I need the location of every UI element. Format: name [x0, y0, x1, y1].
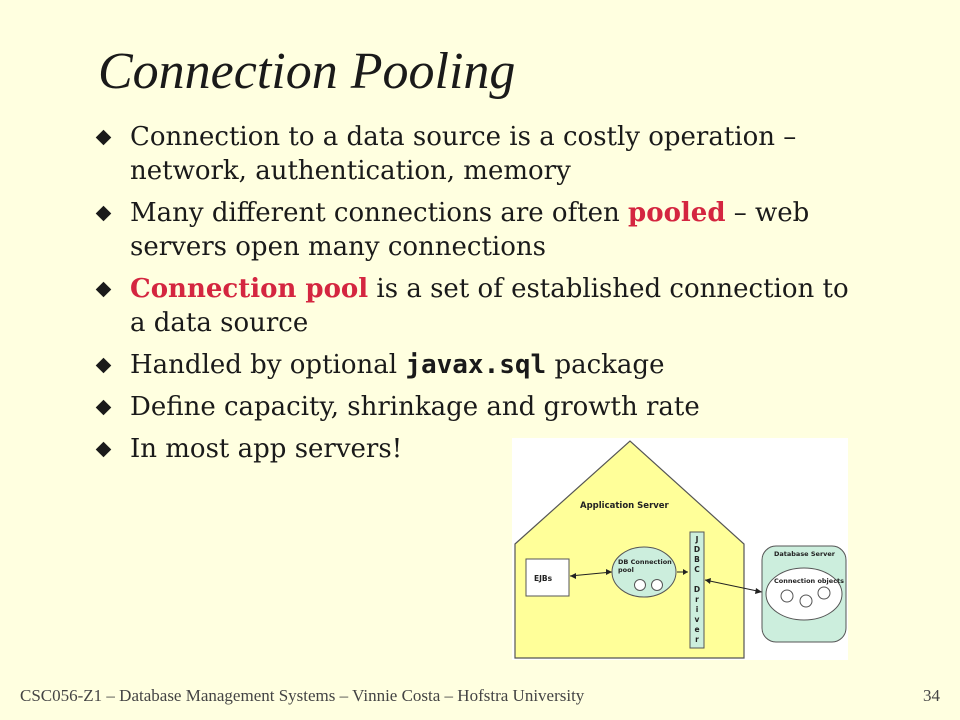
app-server-label: Application Server — [580, 501, 670, 511]
page-number: 34 — [923, 686, 940, 705]
connection-objects-label: Connection objects — [774, 577, 844, 585]
jdbc-driver-letter: D — [694, 545, 700, 554]
jdbc-driver-bar — [689, 531, 705, 649]
diamond-bullet-icon — [95, 205, 112, 222]
bullet-text: Handled by optional — [130, 350, 406, 380]
diamond-bullet-icon — [95, 129, 112, 146]
bullet-text: Connection to a data source is a costly … — [130, 122, 797, 186]
ejbs-box — [525, 558, 570, 597]
bullet-item: In most app servers! — [95, 432, 856, 466]
connection-objects-group — [765, 567, 843, 621]
code-term: javax.sql — [405, 350, 547, 380]
connection-pool-diagram: Application Server EJBs DB Connection po… — [512, 438, 848, 660]
driver-db-arrow — [704, 579, 763, 593]
diamond-bullet-icon — [95, 399, 112, 416]
jdbc-driver-letter: r — [695, 635, 699, 644]
jdbc-driver-letter: r — [695, 595, 699, 604]
bullet-list: Connection to a data source is a costly … — [95, 120, 856, 474]
jdbc-driver-letter: e — [694, 625, 699, 634]
slide-title: Connection Pooling — [98, 43, 516, 100]
pooled-connection — [634, 579, 646, 591]
jdbc-driver-letter: B — [694, 555, 700, 564]
bullet-text: In most app servers! — [130, 434, 403, 464]
bullet-text: Many different connections are often — [130, 198, 629, 228]
bullet-item: Define capacity, shrinkage and growth ra… — [95, 390, 856, 424]
highlighted-term: Connection pool — [130, 274, 369, 304]
jdbc-driver-letter: i — [696, 605, 699, 614]
jdbc-driver-letter: v — [695, 615, 700, 624]
bullet-text: – web servers open many connections — [130, 198, 810, 262]
jdbc-driver-letter: C — [694, 565, 700, 574]
bullet-item: Handled by optional javax.sql package — [95, 348, 856, 382]
pool-label-line2: pool — [618, 566, 634, 574]
bullet-item: Many different connections are often poo… — [95, 196, 856, 264]
bullet-item: Connection to a data source is a costly … — [95, 120, 856, 188]
connection-object — [817, 586, 831, 600]
ejbs-label: EJBs — [534, 574, 553, 583]
diamond-bullet-icon — [95, 441, 112, 458]
bullet-text: package — [546, 350, 665, 380]
connection-object — [780, 589, 794, 603]
slide-footer: CSC056-Z1 – Database Management Systems … — [20, 686, 585, 705]
diamond-bullet-icon — [95, 281, 112, 298]
bullet-text: Define capacity, shrinkage and growth ra… — [130, 392, 700, 422]
database-server-label: Database Server — [774, 550, 836, 558]
jdbc-driver-letter: J — [695, 535, 699, 544]
diamond-bullet-icon — [95, 357, 112, 374]
pool-label-line1: DB Connection — [618, 558, 672, 566]
bullet-item: Connection pool is a set of established … — [95, 272, 856, 340]
ejbs-pool-arrow — [569, 571, 613, 577]
connection-object — [799, 594, 813, 608]
pooled-connection — [651, 579, 663, 591]
bullet-text: is a set of established connection to a … — [130, 274, 849, 338]
highlighted-term: pooled — [628, 198, 726, 228]
jdbc-driver-letter: D — [694, 585, 700, 594]
